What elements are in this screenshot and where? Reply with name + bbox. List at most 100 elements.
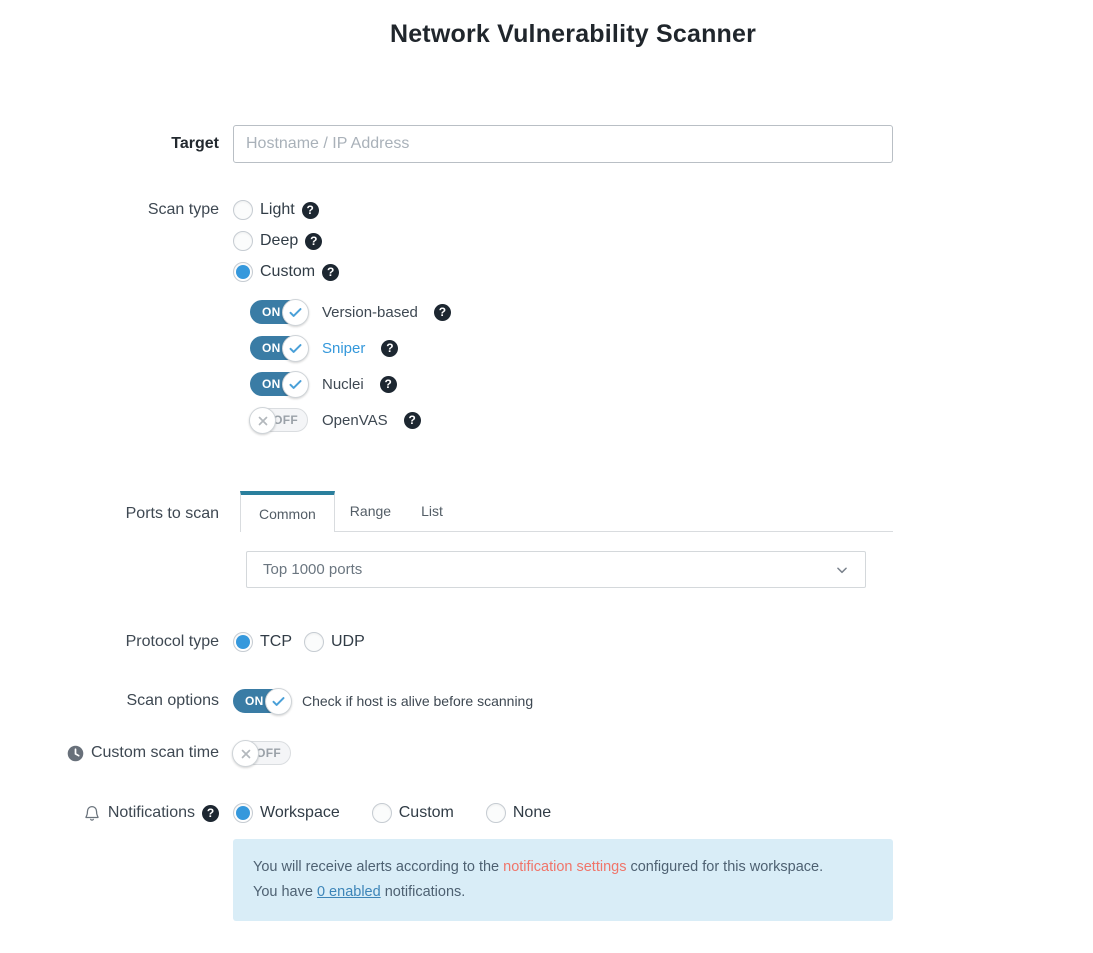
- radio-tcp-label: TCP: [260, 633, 292, 650]
- radio-none-label: None: [512, 804, 552, 821]
- radio-udp-label: UDP: [331, 633, 365, 650]
- tab-common[interactable]: Common: [240, 491, 335, 532]
- tool-row-sniper: ON Sniper ?: [250, 335, 893, 362]
- tool-row-openvas: OFF OpenVAS ?: [249, 407, 893, 434]
- ports-select[interactable]: Top 1000 ports: [246, 551, 866, 588]
- radio-workspace-label: Workspace: [260, 804, 340, 821]
- toggle-custom-scan-time[interactable]: OFF: [232, 740, 291, 767]
- toggle-host-alive[interactable]: ON: [233, 688, 292, 715]
- ports-label: Ports to scan: [125, 505, 219, 522]
- toggle-openvas[interactable]: OFF: [249, 407, 308, 434]
- help-icon[interactable]: ?: [202, 804, 219, 822]
- toggle-knob: [282, 335, 309, 362]
- scan-options-content: ON Check if host is alive before scannin…: [233, 688, 893, 715]
- enabled-notifications-link[interactable]: 0 enabled: [316, 884, 381, 900]
- target-content: [233, 125, 893, 163]
- help-icon[interactable]: ?: [301, 201, 319, 219]
- notifications-row: Notifications ? Workspace Custom None: [0, 801, 893, 825]
- chevron-down-icon: [837, 566, 847, 573]
- scan-type-row: Scan type Light ? Deep ? Custom ?: [0, 198, 893, 475]
- custom-scan-time-row: Custom scan time OFF: [0, 740, 893, 767]
- radio-notif-custom-label: Custom: [398, 804, 454, 821]
- scan-options-row: Scan options ON Check if host is alive b…: [0, 688, 893, 715]
- tool-row-version-based: ON Version-based ?: [250, 299, 893, 326]
- radio-tcp[interactable]: [233, 632, 253, 652]
- alert-text: notifications.: [380, 884, 466, 900]
- protocol-row: Protocol type TCP UDP: [0, 630, 893, 654]
- scan-options-label: Scan options: [126, 692, 219, 709]
- notifications-label: Notifications: [107, 804, 195, 821]
- alert-line-1: You will receive alerts according to the…: [253, 855, 873, 880]
- notifications-options: Workspace Custom None: [233, 801, 893, 825]
- scan-type-options: Light ? Deep ? Custom ? O: [233, 198, 893, 475]
- scan-type-option-deep[interactable]: Deep ?: [233, 229, 893, 253]
- protocol-option-udp[interactable]: UDP: [304, 632, 365, 652]
- radio-light[interactable]: [233, 200, 253, 220]
- x-icon: [258, 416, 267, 425]
- help-icon[interactable]: ?: [433, 303, 451, 321]
- notifications-option-none[interactable]: None: [485, 803, 552, 823]
- custom-scan-time-label: Custom scan time: [90, 744, 219, 761]
- toggle-state-label: OFF: [273, 413, 298, 427]
- protocol-label: Protocol type: [125, 633, 219, 650]
- toggle-version-based[interactable]: ON: [250, 299, 309, 326]
- custom-scan-time-label-cell: Custom scan time: [0, 741, 219, 765]
- tool-row-nuclei: ON Nuclei ?: [250, 371, 893, 398]
- toggle-state-label: ON: [262, 341, 281, 355]
- help-icon[interactable]: ?: [322, 263, 340, 281]
- radio-custom-label: Custom: [260, 263, 316, 280]
- page-title: Network Vulnerability Scanner: [389, 20, 757, 48]
- notifications-label-cell: Notifications ?: [0, 801, 219, 825]
- radio-deep-label: Deep: [260, 232, 299, 249]
- alert-text: configured for this workspace.: [626, 859, 824, 875]
- radio-notif-custom[interactable]: [371, 803, 392, 823]
- tab-list[interactable]: List: [421, 503, 443, 519]
- toggle-sniper[interactable]: ON: [250, 335, 309, 362]
- ports-select-value: Top 1000 ports: [263, 561, 363, 578]
- toggle-state-label: ON: [262, 305, 281, 319]
- help-icon[interactable]: ?: [403, 411, 421, 429]
- radio-custom[interactable]: [233, 262, 253, 282]
- toggle-state-label: ON: [262, 377, 281, 391]
- target-label: Target: [171, 135, 219, 152]
- toggle-knob: [265, 688, 292, 715]
- help-icon[interactable]: ?: [379, 375, 397, 393]
- radio-light-label: Light: [260, 201, 295, 218]
- toggle-nuclei[interactable]: ON: [250, 371, 309, 398]
- help-icon[interactable]: ?: [381, 339, 399, 357]
- check-icon: [289, 344, 302, 353]
- toggle-state-label: ON: [245, 694, 264, 708]
- notifications-option-workspace[interactable]: Workspace: [233, 803, 340, 823]
- check-icon: [272, 697, 285, 706]
- protocol-option-tcp[interactable]: TCP: [233, 632, 292, 652]
- tab-range[interactable]: Range: [349, 503, 392, 519]
- clock-icon: [67, 745, 84, 761]
- scan-form: Target Scan type Light ? Deep ?: [0, 125, 893, 921]
- notifications-option-custom[interactable]: Custom: [371, 803, 454, 823]
- alert-line-2: You have 0 enabled notifications.: [253, 880, 873, 905]
- host-alive-text: Check if host is alive before scanning: [302, 693, 534, 709]
- scan-type-option-light[interactable]: Light ?: [233, 198, 893, 222]
- notification-alert: You will receive alerts according to the…: [233, 839, 893, 921]
- notification-settings-link[interactable]: notification settings: [503, 859, 627, 875]
- scan-type-option-custom[interactable]: Custom ?: [233, 260, 893, 284]
- bell-icon: [85, 805, 99, 821]
- ports-content: Common Range List Top 1000 ports: [233, 491, 893, 588]
- target-input[interactable]: [233, 125, 893, 163]
- ports-tabs: Common Range List: [240, 491, 893, 532]
- tool-label-nuclei: Nuclei: [322, 375, 364, 393]
- target-row: Target: [0, 125, 893, 163]
- radio-none[interactable]: [485, 803, 506, 823]
- radio-udp[interactable]: [304, 632, 324, 652]
- toggle-state-label: OFF: [256, 746, 281, 760]
- x-icon: [241, 749, 250, 758]
- tool-label-openvas: OpenVAS: [322, 411, 388, 429]
- radio-deep[interactable]: [233, 231, 253, 251]
- help-icon[interactable]: ?: [305, 232, 323, 250]
- check-icon: [289, 380, 302, 389]
- radio-workspace[interactable]: [233, 803, 253, 823]
- scan-type-label: Scan type: [147, 201, 219, 218]
- toggle-knob: [249, 407, 276, 434]
- tool-label-sniper-link[interactable]: Sniper: [322, 339, 366, 357]
- tool-label-version-based: Version-based: [322, 303, 418, 321]
